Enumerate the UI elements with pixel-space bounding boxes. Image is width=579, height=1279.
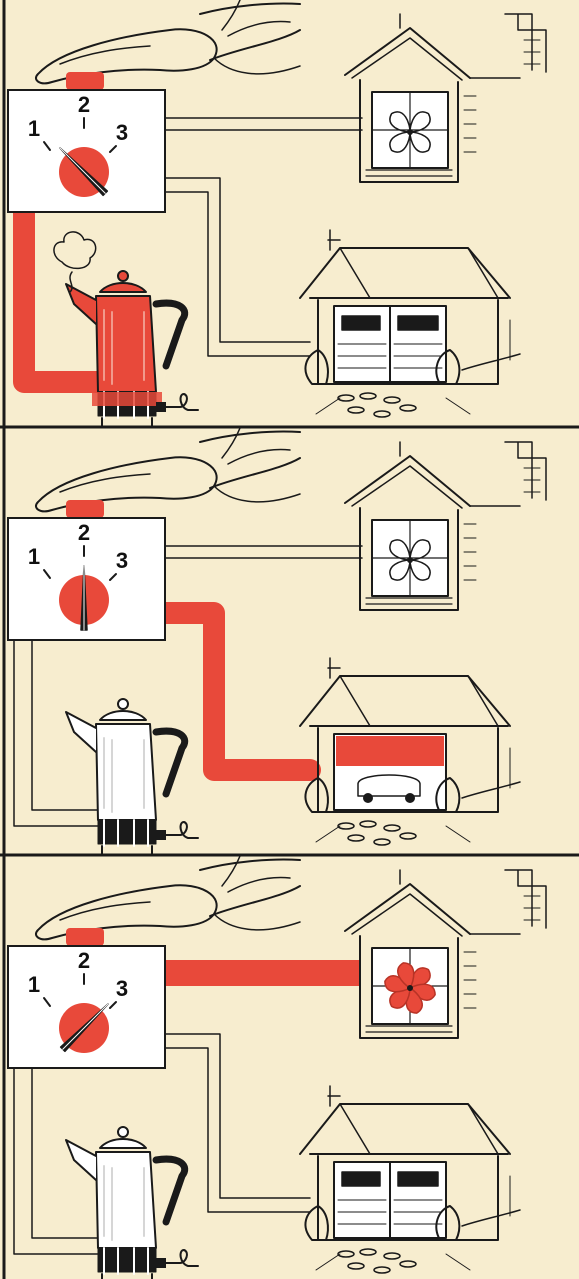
pointing-finger-icon [36, 428, 300, 511]
stepping-stone [360, 1249, 376, 1255]
fan-hub [407, 557, 413, 563]
pot-lid [100, 1139, 146, 1148]
dial-label-1: 1 [28, 972, 40, 997]
stepping-stone [384, 1253, 400, 1259]
stepping-stone [400, 1261, 416, 1267]
stepping-stone [384, 825, 400, 831]
garage-icon [300, 1086, 520, 1273]
neighbor-building [470, 14, 546, 78]
stepping-stone [348, 1263, 364, 1269]
neighbor-building [470, 870, 546, 934]
fan-hub [407, 985, 413, 991]
wire-garage [165, 1048, 310, 1212]
neighbor-building [470, 442, 546, 506]
fan-hub [407, 129, 413, 135]
car-wheel [405, 793, 415, 803]
stepping-stone [374, 411, 390, 417]
stepping-stone [360, 821, 376, 827]
dial-label-2: 2 [78, 520, 90, 545]
house-with-fan-icon [345, 442, 476, 610]
pot-handle [156, 303, 185, 366]
plug-body [156, 402, 166, 412]
garage-door-open [336, 736, 444, 766]
pot-handle [156, 731, 185, 794]
pot-spout [66, 1140, 96, 1180]
garage-icon [300, 230, 520, 417]
coffee-percolator-icon [66, 699, 198, 854]
power-plug-icon [156, 394, 198, 412]
dial-label-1: 1 [28, 544, 40, 569]
coffee-percolator-icon [66, 1127, 198, 1279]
pot-spout [66, 712, 96, 752]
lid-knob [118, 1127, 128, 1137]
stepping-stone [348, 407, 364, 413]
pointing-finger-icon [36, 856, 300, 939]
panel-2: 1 2 3 [0, 428, 579, 855]
power-plug-icon [156, 822, 198, 840]
panel-3: 1 2 3 [8, 856, 546, 1279]
stepping-stone [400, 405, 416, 411]
stepping-stone [374, 1267, 390, 1273]
stepping-stone [384, 397, 400, 403]
panel-1: 1 2 3 [0, 0, 579, 427]
push-button-icon [66, 500, 104, 518]
lid-knob [118, 271, 128, 281]
wire-garage [165, 192, 310, 356]
pot-handle [156, 1159, 185, 1222]
dial-label-3: 3 [116, 976, 128, 1001]
pointing-finger-icon [36, 0, 300, 83]
plug-body [156, 1258, 166, 1268]
coffee-percolator-icon [54, 232, 198, 426]
heater-glow [92, 392, 162, 406]
stepping-stone [348, 835, 364, 841]
stepping-stone [374, 839, 390, 845]
pot-lid [100, 711, 146, 720]
dial-label-1: 1 [28, 116, 40, 141]
active-wire-fan [165, 960, 360, 986]
lid-knob [118, 699, 128, 709]
power-plug-icon [156, 1250, 198, 1268]
garage-icon [300, 658, 520, 845]
dial-label-3: 3 [116, 548, 128, 573]
house-with-fan-icon [345, 870, 476, 1038]
stepping-stone [400, 833, 416, 839]
steam [54, 232, 96, 268]
plug-body [156, 830, 166, 840]
push-button-icon [66, 928, 104, 946]
dial-label-2: 2 [78, 92, 90, 117]
stepping-stone [360, 393, 376, 399]
dial-label-2: 2 [78, 948, 90, 973]
push-button-icon [66, 72, 104, 90]
car-wheel [363, 793, 373, 803]
house-with-fan-icon [345, 14, 476, 182]
dial-label-3: 3 [116, 120, 128, 145]
pot-lid [100, 283, 146, 292]
